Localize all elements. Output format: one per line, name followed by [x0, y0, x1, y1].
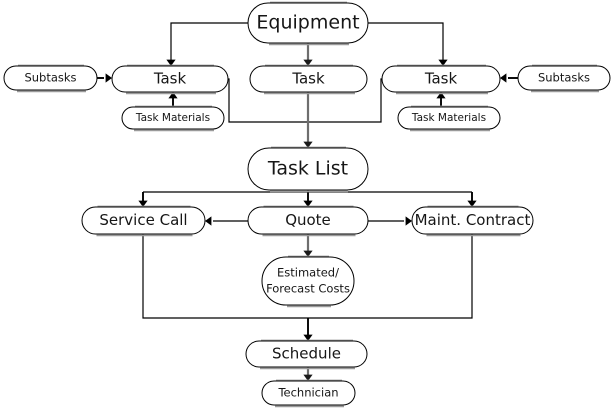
node-task-left[interactable]: Task	[111, 64, 229, 95]
node-shape-technician[interactable]	[261, 380, 356, 406]
node-label-estimated-costs: Forecast Costs	[266, 282, 350, 296]
edge-merge-to-schedule	[303, 318, 313, 341]
node-task-materials-right[interactable]: Task Materials	[397, 105, 501, 132]
node-shape-subtasks-right[interactable]	[517, 65, 611, 91]
arrowhead-icon	[436, 92, 446, 99]
edge-task-middle-to-tasklist	[303, 92, 313, 148]
edge-tasklist-to-quote	[303, 192, 313, 207]
node-shape-task-materials-right[interactable]	[397, 106, 501, 130]
node-label-maint-contract: Maint. Contract	[415, 211, 531, 229]
node-label-subtasks-left: Subtasks	[24, 71, 76, 85]
edge-quote-to-estimated-costs	[303, 234, 313, 257]
arrowhead-icon	[303, 374, 313, 381]
node-shape-maint-contract[interactable]	[411, 206, 534, 235]
edge-equipment-to-task-right	[368, 22, 448, 66]
node-technician[interactable]: Technician	[261, 379, 356, 408]
node-subtasks-left[interactable]: Subtasks	[3, 64, 98, 93]
node-equipment[interactable]: Equipment	[247, 1, 369, 46]
node-subtasks-right[interactable]: Subtasks	[517, 64, 611, 93]
node-label-technician: Technician	[277, 386, 338, 400]
node-shape-equipment[interactable]	[247, 2, 369, 44]
node-shape-service-call[interactable]	[81, 206, 206, 235]
edge-service-call-to-merge	[142, 234, 308, 319]
node-task-right[interactable]: Task	[381, 64, 501, 95]
node-schedule[interactable]: Schedule	[245, 339, 368, 370]
edge-quote-to-maint-contract	[368, 216, 412, 226]
node-label-task-left: Task	[153, 70, 187, 88]
node-label-estimated-costs: Estimated/	[277, 265, 339, 279]
node-shape-subtasks-left[interactable]	[3, 65, 98, 91]
arrowhead-icon	[438, 59, 448, 66]
arrowhead-icon	[205, 216, 212, 226]
arrowhead-icon	[303, 59, 313, 66]
node-shape-task-materials-left[interactable]	[121, 106, 225, 130]
node-task-materials-left[interactable]: Task Materials	[121, 105, 225, 132]
arrowhead-icon	[166, 59, 176, 66]
edge-equipment-to-task-left	[166, 22, 248, 66]
node-label-subtasks-right: Subtasks	[538, 71, 590, 85]
node-shape-task-middle[interactable]	[249, 65, 368, 93]
node-label-quote: Quote	[285, 211, 331, 229]
node-maint-contract[interactable]: Maint. Contract	[411, 205, 534, 237]
node-label-equipment: Equipment	[256, 12, 359, 34]
arrowhead-icon	[303, 141, 313, 148]
arrowhead-icon	[500, 73, 507, 83]
edge-subtasks-left-to-task-left	[97, 73, 112, 83]
node-shape-task-right[interactable]	[381, 65, 501, 93]
arrowhead-icon	[168, 92, 178, 99]
node-service-call[interactable]: Service Call	[81, 205, 206, 237]
node-label-task-middle: Task	[291, 70, 325, 88]
node-shape-task-list[interactable]	[247, 147, 369, 191]
node-estimated-costs[interactable]: Estimated/Forecast Costs	[261, 255, 355, 308]
edge-quote-to-service-call	[205, 216, 248, 226]
edge-materials-left-to-task-left	[168, 92, 178, 107]
edge-maint-contract-to-merge	[308, 234, 473, 319]
edge-equipment-to-task-middle	[303, 43, 313, 66]
node-shape-schedule[interactable]	[245, 340, 368, 368]
node-label-task-materials-right: Task Materials	[411, 112, 486, 124]
node-label-service-call: Service Call	[99, 211, 187, 229]
edge-subtasks-right-to-task-right	[500, 73, 518, 83]
node-shape-quote[interactable]	[247, 206, 369, 235]
arrowhead-icon	[138, 200, 148, 207]
edge-tasklist-to-service-call	[138, 192, 148, 207]
edge-materials-right-to-task-right	[436, 92, 446, 107]
arrowhead-icon	[303, 334, 313, 341]
edge-tasklist-to-maint-contract	[467, 192, 477, 207]
arrowhead-icon	[303, 250, 313, 257]
node-label-task-right: Task	[424, 70, 458, 88]
node-task-middle[interactable]: Task	[249, 64, 368, 95]
arrowhead-icon	[105, 73, 112, 83]
node-label-schedule: Schedule	[272, 345, 341, 363]
node-shape-task-left[interactable]	[111, 65, 229, 93]
node-label-task-list: Task List	[267, 158, 348, 180]
node-label-task-materials-left: Task Materials	[135, 112, 210, 124]
arrowhead-icon	[467, 200, 477, 207]
node-shape-estimated-costs[interactable]	[261, 256, 355, 306]
node-task-list[interactable]: Task List	[247, 146, 369, 193]
node-quote[interactable]: Quote	[247, 205, 369, 237]
arrowhead-icon	[405, 216, 412, 226]
arrowhead-icon	[303, 200, 313, 207]
